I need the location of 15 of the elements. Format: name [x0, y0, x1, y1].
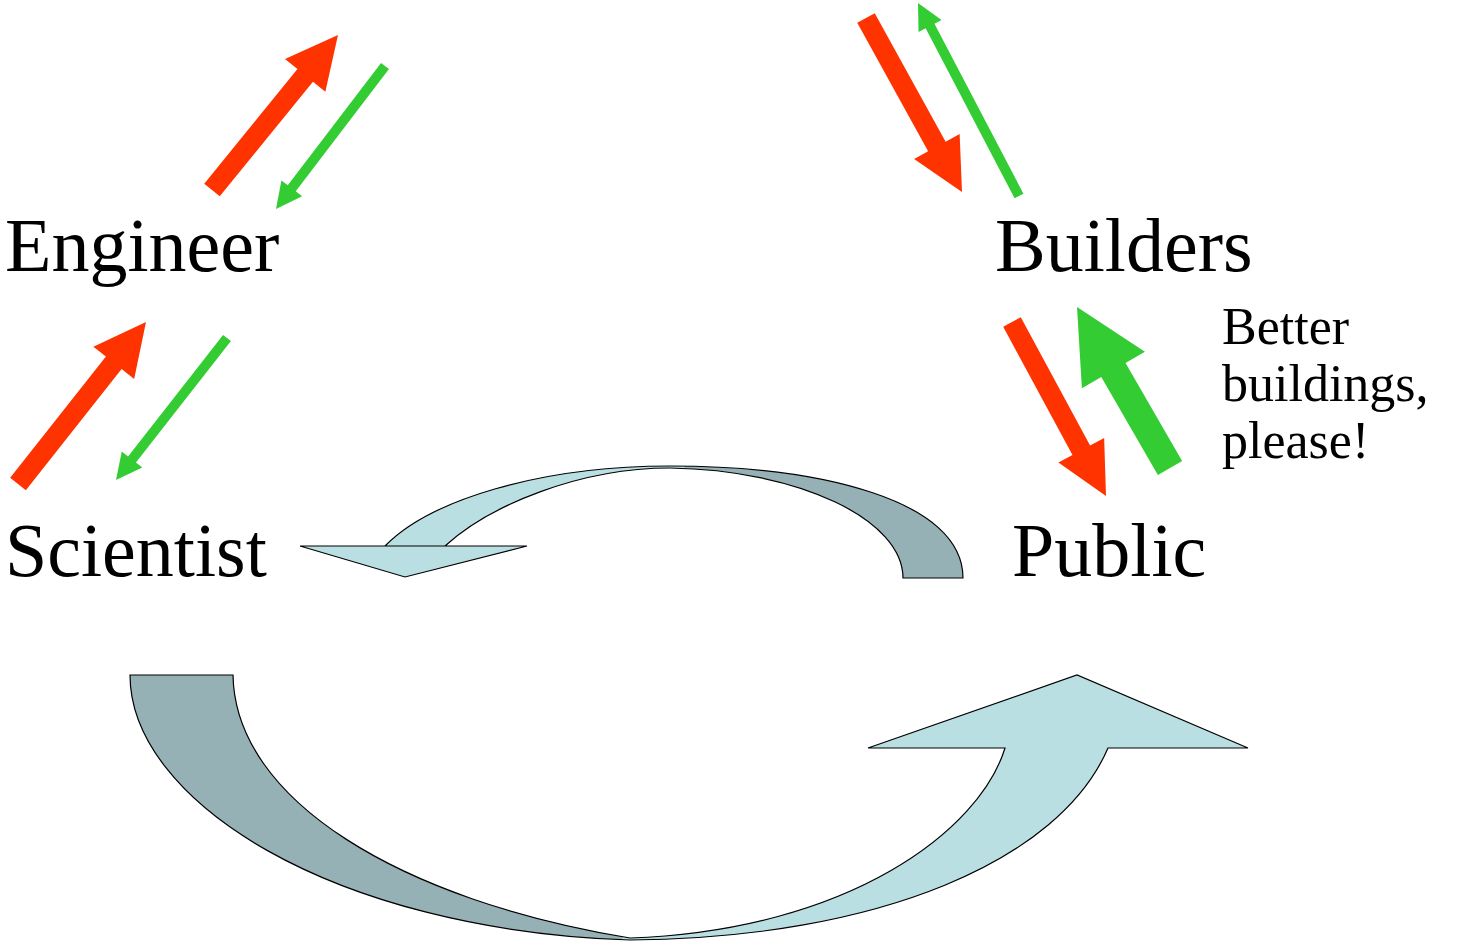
arrow [857, 13, 962, 192]
arrow [129, 674, 1249, 941]
edge-label: Better buildings, please! [1222, 298, 1430, 469]
arrow [1003, 317, 1106, 496]
arrow [299, 465, 964, 579]
node-label: Scientist [5, 505, 267, 595]
node-label: Builders [995, 200, 1253, 290]
arrow [10, 322, 146, 491]
arrow [116, 334, 231, 480]
node-label: Engineer [5, 200, 280, 290]
arrow [918, 3, 1024, 199]
arrow [276, 62, 389, 209]
node-label: Public [1012, 505, 1207, 595]
arrow [1077, 307, 1183, 475]
arrow [204, 35, 338, 197]
